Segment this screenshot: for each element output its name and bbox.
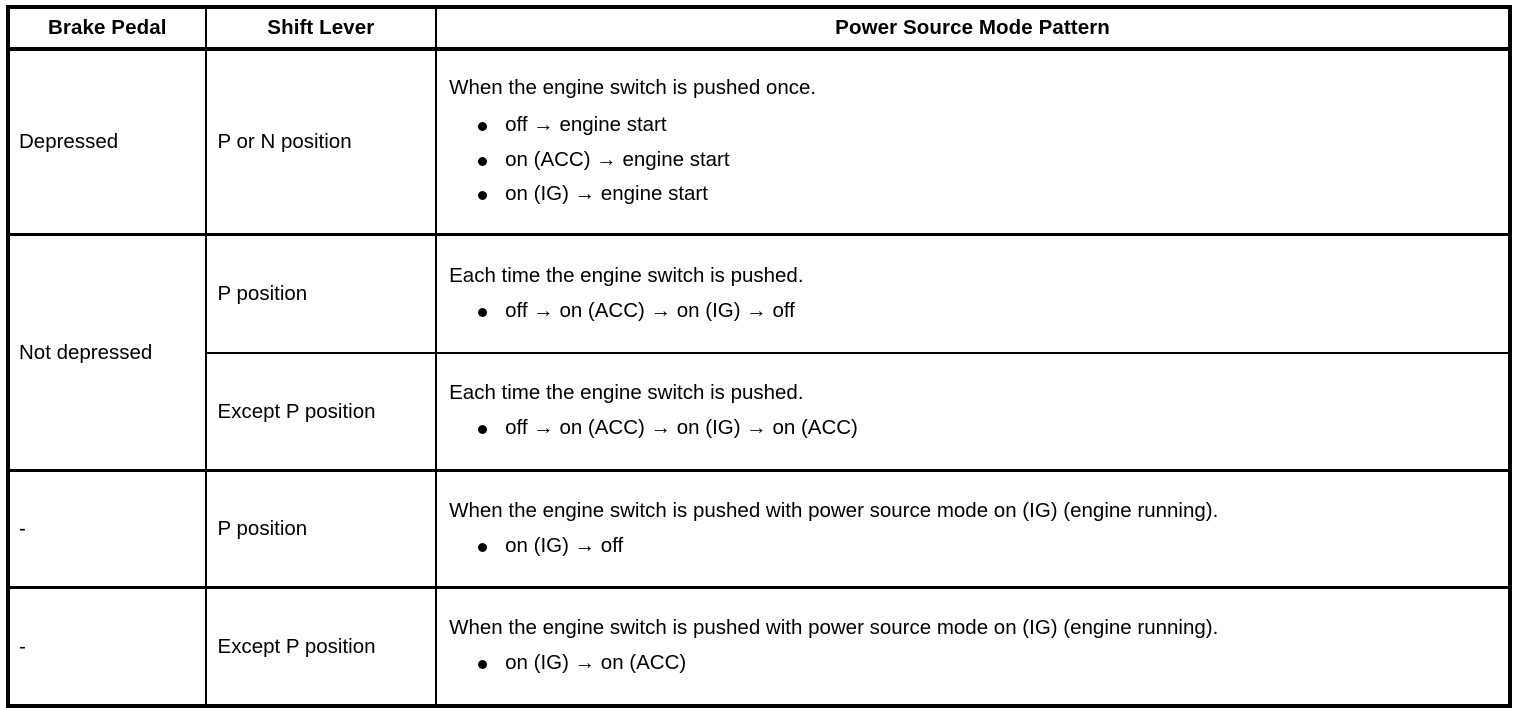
pattern-bullet-list: off → on (ACC) → on (IG) → on (ACC) (449, 416, 1498, 441)
power-source-mode-table-container: Brake Pedal Shift Lever Power Source Mod… (0, 5, 1520, 708)
table-row: Except P position Each time the engine s… (8, 352, 1511, 472)
list-item: on (IG) → off (449, 534, 1498, 559)
cell-power-source-mode-pattern: Each time the engine switch is pushed. o… (435, 352, 1511, 472)
pattern-lead-text: Each time the engine switch is pushed. (449, 381, 804, 405)
pattern-bullet-list: on (IG) → on (ACC) (449, 651, 1498, 676)
table-row: Depressed P or N position When the engin… (7, 47, 1511, 236)
cell-shift-lever: Except P position (204, 352, 438, 472)
list-item: off → on (ACC) → on (IG) → off (449, 299, 1498, 324)
table-header-row: Brake Pedal Shift Lever Power Source Mod… (7, 6, 1511, 51)
column-header-power-source-mode-pattern: Power Source Mode Pattern (435, 6, 1511, 51)
pattern-lead-text: When the engine switch is pushed once. (449, 76, 817, 100)
cell-power-source-mode-pattern: Each time the engine switch is pushed. o… (435, 233, 1511, 354)
list-item: on (IG) → on (ACC) (449, 651, 1498, 676)
cell-power-source-mode-pattern: When the engine switch is pushed with po… (435, 469, 1511, 589)
cell-power-source-mode-pattern: When the engine switch is pushed with po… (435, 586, 1511, 707)
cell-power-source-mode-pattern: When the engine switch is pushed once. o… (435, 47, 1511, 236)
cell-brake-pedal: - (7, 586, 207, 707)
pattern-lead-text: Each time the engine switch is pushed. (449, 263, 804, 287)
column-header-shift-lever: Shift Lever (204, 6, 438, 51)
cell-brake-pedal: Not depressed (7, 233, 207, 472)
cell-shift-lever: P position (204, 233, 438, 354)
pattern-lead-text: When the engine switch is pushed with po… (449, 616, 1219, 640)
cell-shift-lever: Except P position (204, 586, 438, 707)
cell-brake-pedal: Depressed (7, 47, 207, 236)
cell-shift-lever: P position (204, 469, 438, 589)
pattern-bullet-list: off → engine start on (ACC) → engine sta… (449, 113, 1498, 207)
list-item: on (IG) → engine start (449, 182, 1498, 207)
table-row: - Except P position When the engine swit… (7, 586, 1511, 707)
pattern-lead-text: When the engine switch is pushed with po… (449, 498, 1219, 522)
pattern-bullet-list: on (IG) → off (449, 534, 1498, 559)
column-header-brake-pedal: Brake Pedal (7, 6, 207, 51)
list-item: off → on (ACC) → on (IG) → on (ACC) (449, 416, 1498, 441)
pattern-bullet-list: off → on (ACC) → on (IG) → off (449, 299, 1498, 324)
cell-brake-pedal: - (7, 469, 207, 589)
cell-shift-lever: P or N position (204, 47, 438, 236)
power-source-mode-pattern-table: Brake Pedal Shift Lever Power Source Mod… (6, 5, 1512, 708)
table-row: Not depressed P position Each time the e… (7, 233, 1511, 472)
table-row: - P position When the engine switch is p… (7, 469, 1511, 589)
list-item: on (ACC) → engine start (449, 148, 1498, 173)
list-item: off → engine start (449, 113, 1498, 138)
